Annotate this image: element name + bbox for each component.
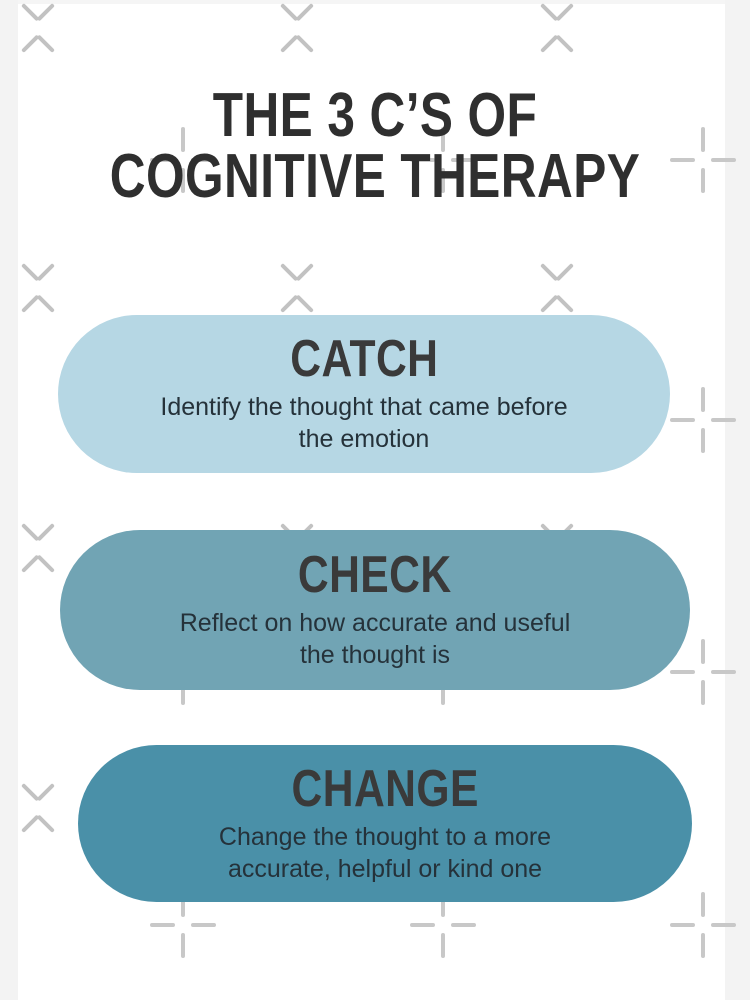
card-catch-description: Identify the thought that came before th…	[160, 393, 568, 453]
card-change-title: CHANGE	[291, 759, 479, 818]
card-catch-title: CATCH	[289, 330, 439, 388]
right-edge-band	[725, 0, 750, 1000]
card-check[interactable]: CHECK Reflect on how accurate and useful…	[60, 530, 690, 690]
card-check-description: Reflect on how accurate and useful the t…	[179, 609, 571, 669]
card-check-title: CHECK	[298, 546, 452, 604]
left-edge-band	[0, 0, 18, 1000]
page-title: THE 3 C’S OF COGNITIVE THERAPY	[75, 81, 675, 211]
page-title-line-2: COGNITIVE THERAPY	[109, 141, 641, 211]
card-catch[interactable]: CATCH Identify the thought that came bef…	[58, 315, 670, 473]
card-change-description: Change the thought to a more accurate, h…	[218, 822, 552, 883]
top-edge-band	[0, 0, 750, 4]
page-title-line-1: THE 3 C’S OF	[212, 81, 538, 150]
card-change[interactable]: CHANGE Change the thought to a more accu…	[78, 745, 692, 902]
